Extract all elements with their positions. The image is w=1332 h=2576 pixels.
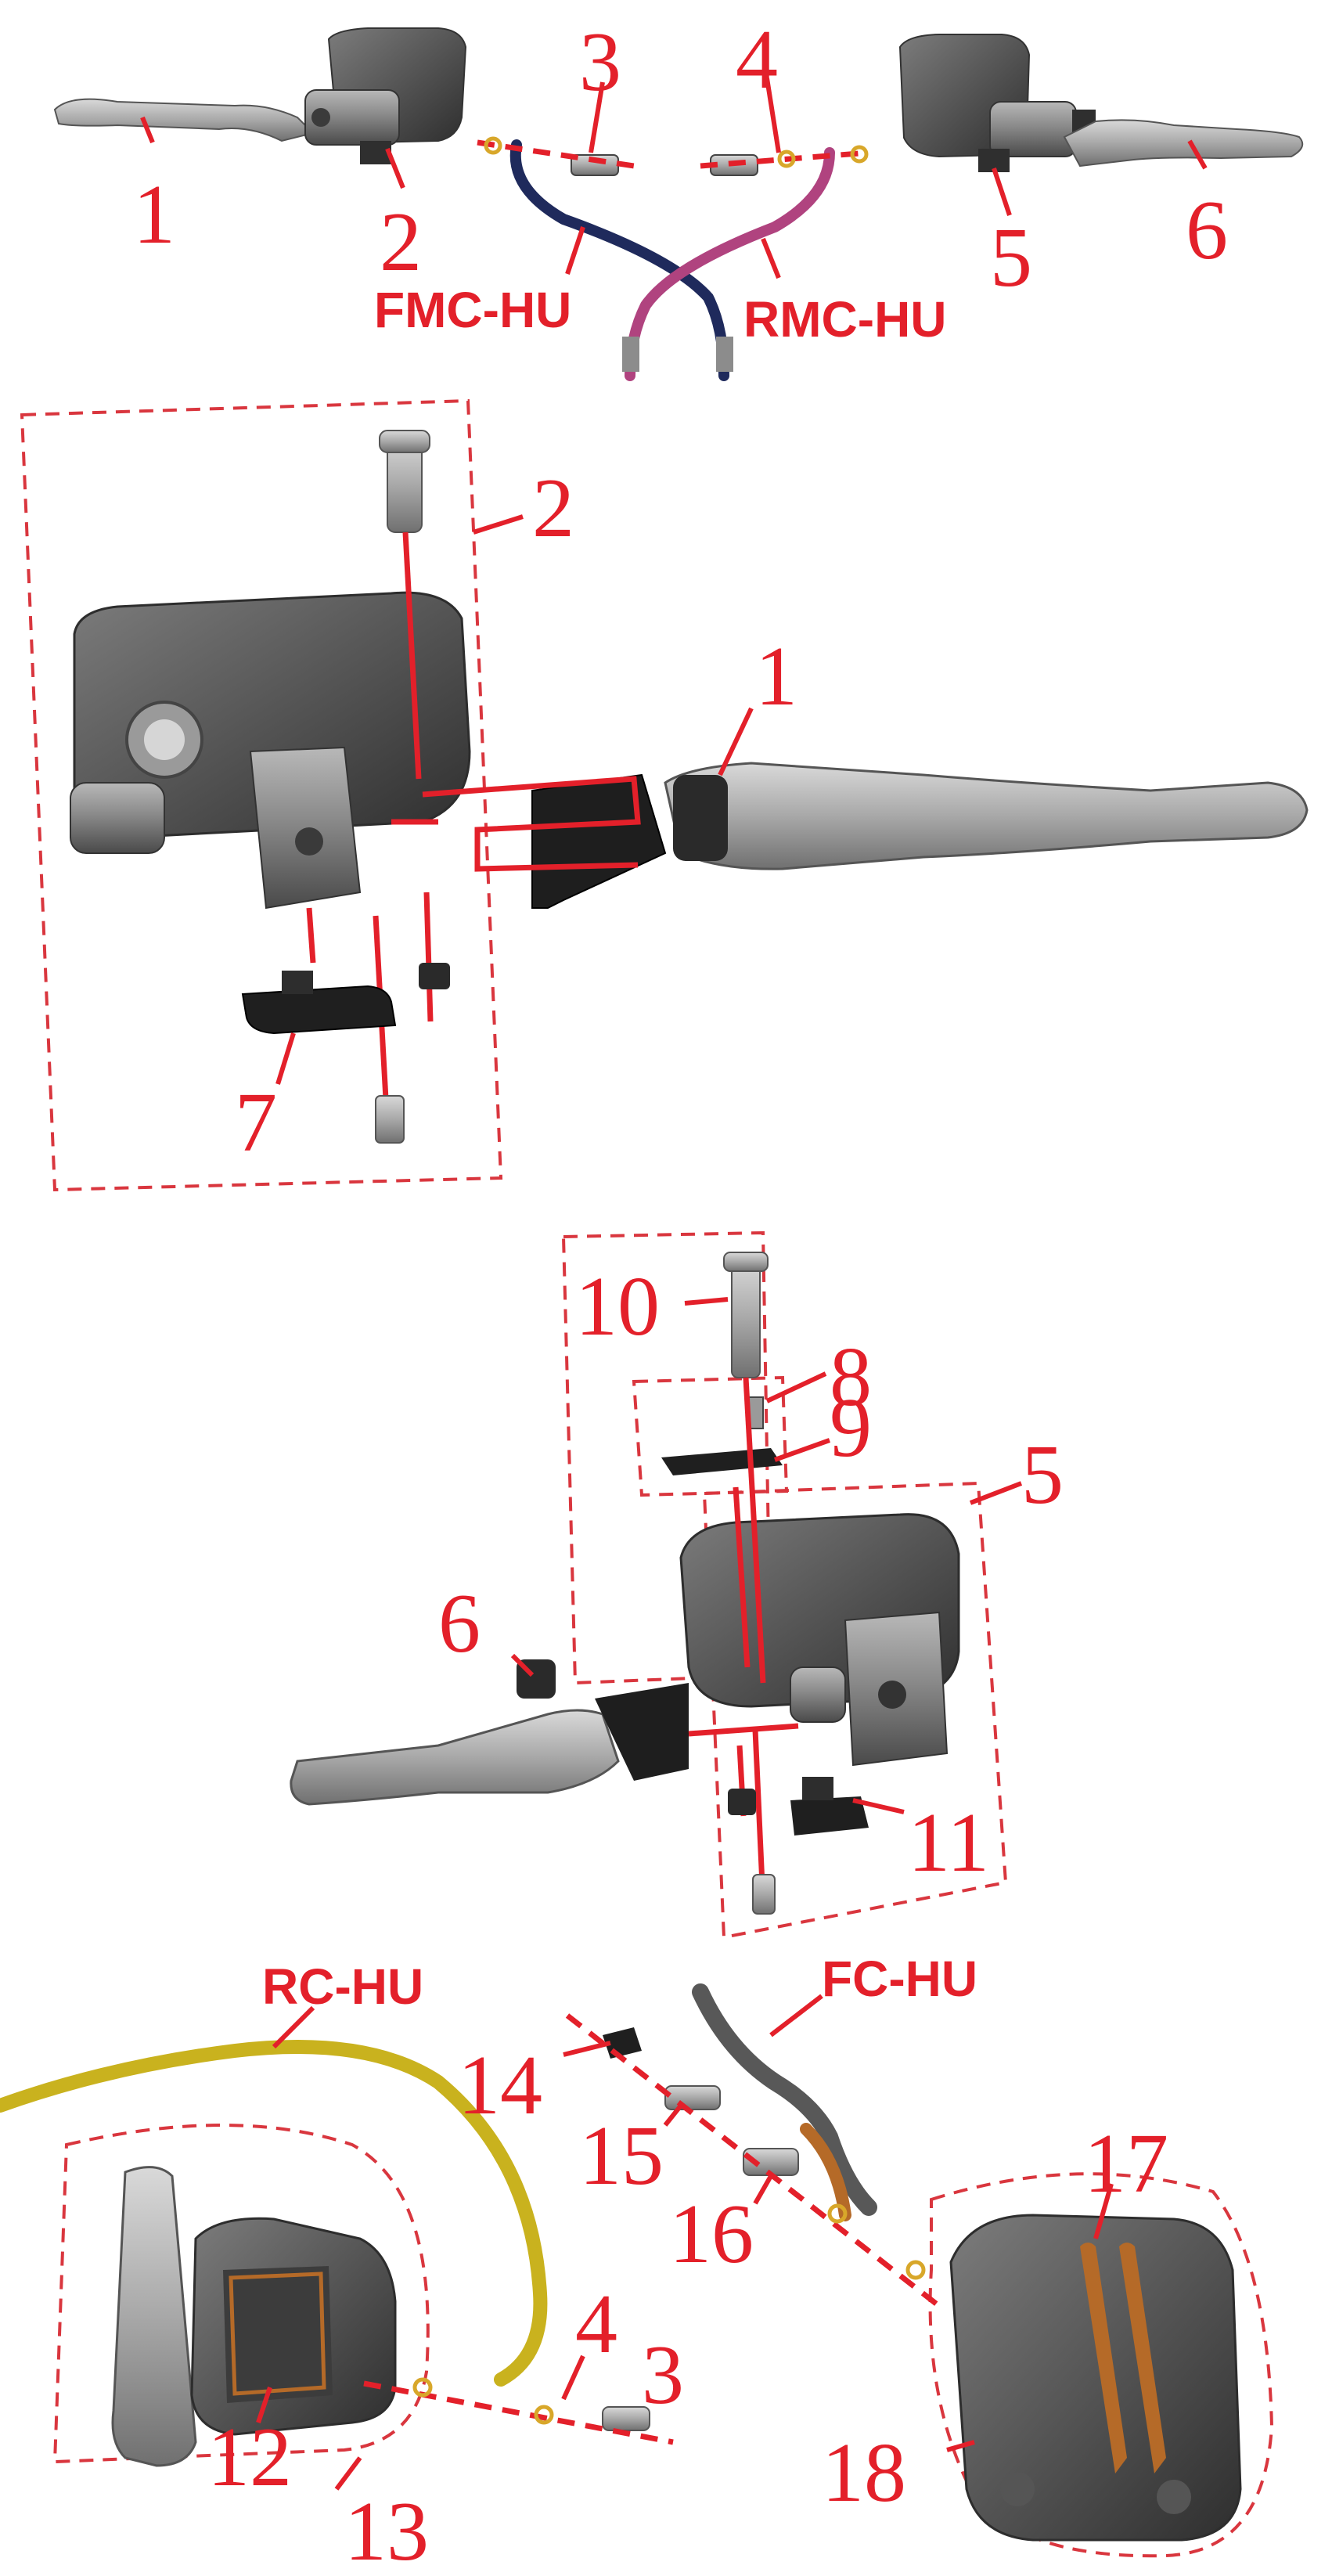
rear-caliper-hose <box>0 2040 548 2387</box>
right-master-cylinder-part <box>898 34 1096 172</box>
callout-right-5: 5 <box>1021 1429 1064 1522</box>
callout-right-8: 8 <box>830 1331 872 1424</box>
right-master-exploded-section: 10 8 9 5 6 11 <box>290 1230 1064 1940</box>
callout-bottom-13: 13 <box>344 2485 429 2576</box>
front-caliper-hose <box>692 1983 877 2216</box>
callout-bottom-17: 17 <box>1084 2117 1168 2210</box>
assembly-box-2 <box>20 398 503 1192</box>
callout-bottom-15: 15 <box>579 2109 664 2203</box>
assembly-box-8 <box>632 1375 789 1497</box>
callout-3: 3 <box>579 16 621 109</box>
brake-switch-part <box>241 985 397 1035</box>
callout-left-1: 1 <box>755 630 797 723</box>
left-master-cylinder-body <box>70 591 471 910</box>
right-lever-part <box>1063 119 1304 168</box>
assembly-box-13 <box>52 2124 430 2464</box>
rear-brake-switch-part <box>790 1796 869 1836</box>
callout-bottom-16: 16 <box>669 2188 754 2281</box>
callout-right-11: 11 <box>908 1796 989 1890</box>
callout-1: 1 <box>133 168 175 261</box>
callout-6: 6 <box>1186 184 1228 277</box>
bracket-part <box>661 1448 783 1475</box>
hose-label-rmc: RMC-HU <box>743 291 947 348</box>
left-lever-exploded <box>531 762 1309 909</box>
callout-5: 5 <box>990 211 1032 304</box>
right-master-cylinder-body <box>679 1513 960 1767</box>
callout-right-6: 6 <box>438 1577 481 1670</box>
callout-bottom-3: 3 <box>642 2329 684 2422</box>
left-master-exploded-section: 2 1 7 <box>20 398 1309 1192</box>
front-master-hose <box>509 139 729 381</box>
assembly-box-18 <box>928 2172 1274 2558</box>
callout-left-7: 7 <box>235 1076 277 1169</box>
callout-bottom-18: 18 <box>822 2426 906 2520</box>
callout-bottom-14: 14 <box>458 2039 542 2132</box>
rear-caliper-part <box>190 2217 397 2436</box>
assembly-box-5 <box>702 1481 1008 1940</box>
overview-section: 1 2 3 4 5 6 FMC-HU RMC-HU <box>53 13 1304 381</box>
left-master-cylinder-part <box>304 27 467 164</box>
callout-right-9: 9 <box>830 1382 872 1475</box>
hose-label-rc: RC-HU <box>262 1958 423 2015</box>
caliper-section: RC-HU FC-HU 14 15 16 17 12 4 3 18 13 <box>0 1951 1274 2576</box>
hose-label-fc: FC-HU <box>822 1951 977 2007</box>
callout-right-10: 10 <box>575 1260 660 1353</box>
right-lever-exploded <box>290 1659 689 1806</box>
rear-master-hose <box>625 147 835 381</box>
callout-bottom-4: 4 <box>575 2278 617 2371</box>
front-caliper-part <box>949 2214 1242 2542</box>
callout-bottom-12: 12 <box>207 2411 292 2504</box>
callout-2: 2 <box>380 196 422 289</box>
rear-caliper-bracket-part <box>111 2166 197 2467</box>
left-lever-part <box>53 98 315 142</box>
callout-left-2: 2 <box>532 462 574 555</box>
hose-label-fmc: FMC-HU <box>374 282 571 338</box>
callout-4: 4 <box>736 13 778 106</box>
